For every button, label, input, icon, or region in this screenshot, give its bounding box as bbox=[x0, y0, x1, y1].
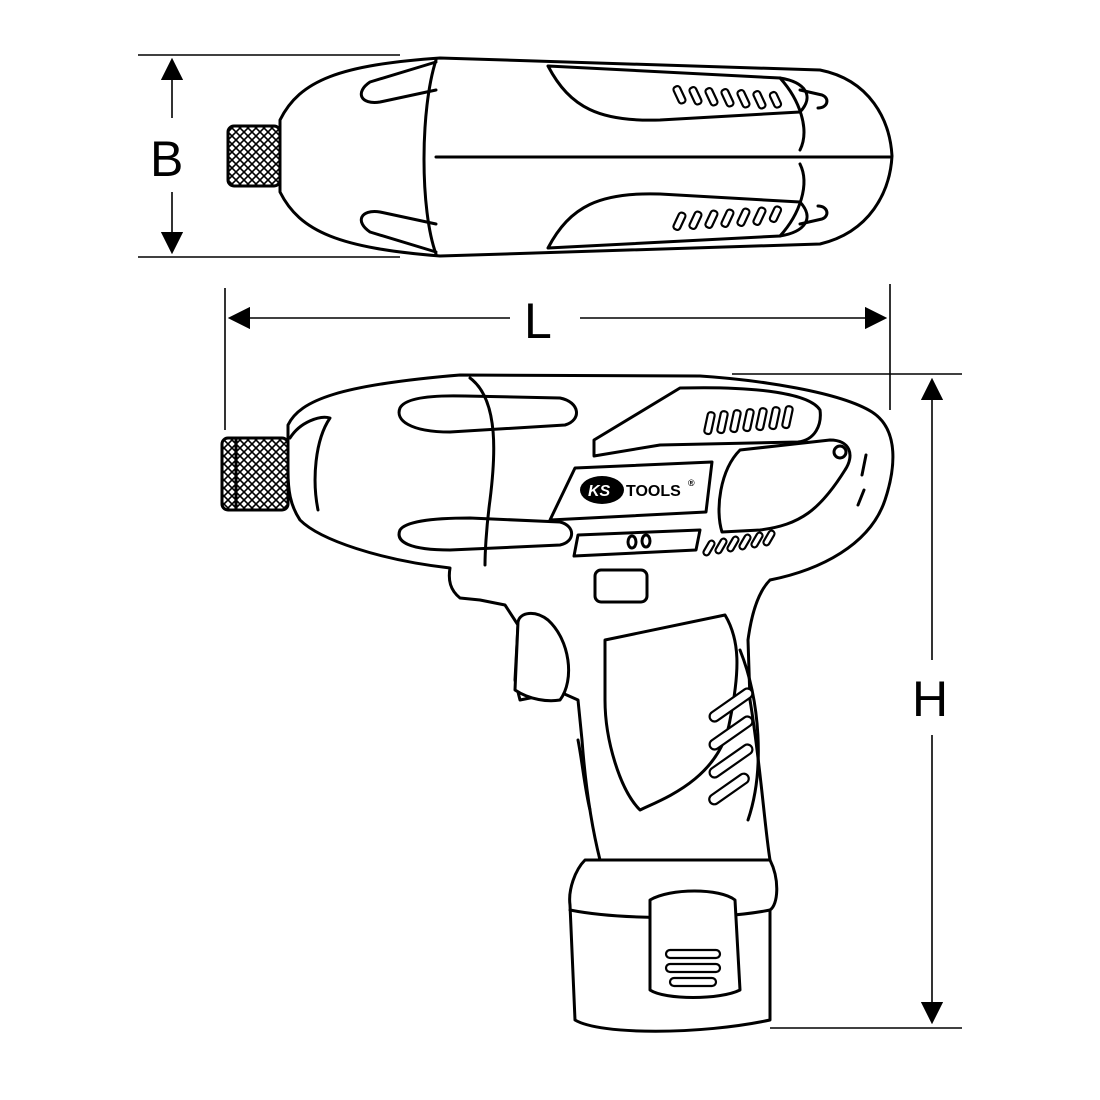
direction-switch bbox=[593, 568, 649, 604]
grip-lower-tail bbox=[798, 204, 829, 226]
rear-marks bbox=[856, 453, 868, 507]
chuck-side bbox=[220, 436, 290, 512]
head-slot-lower bbox=[397, 516, 574, 552]
grip-upper-tail bbox=[798, 88, 829, 110]
grip-lower bbox=[546, 192, 809, 250]
indicator-dot-2 bbox=[640, 533, 652, 549]
length-dimension: L bbox=[224, 284, 891, 430]
vent-panel bbox=[592, 386, 822, 458]
nose-seam bbox=[422, 58, 438, 256]
indicator-panel bbox=[572, 528, 702, 558]
grip-back-curve bbox=[738, 648, 760, 822]
side-view: KS TOOLS ® bbox=[220, 373, 895, 1033]
nose-fin-upper bbox=[359, 60, 438, 104]
trigger bbox=[513, 612, 571, 703]
vent-slots-side bbox=[703, 405, 794, 436]
vent-slots-top-upper bbox=[672, 85, 783, 110]
nose-profile bbox=[288, 415, 332, 512]
dimension-label-b: B bbox=[150, 131, 183, 187]
battery-release-ribs bbox=[664, 948, 722, 988]
grip-upper-curve bbox=[778, 76, 806, 152]
grip-panel bbox=[603, 613, 739, 812]
handle-front-detail bbox=[576, 738, 592, 812]
grip-lower-curve bbox=[778, 162, 806, 238]
indicator-dot-1 bbox=[626, 534, 638, 550]
body-outline-side bbox=[286, 373, 895, 862]
vent-slots-top-lower bbox=[672, 205, 783, 231]
logo-text-ks: KS bbox=[588, 483, 611, 500]
logo-text-tools: TOOLS bbox=[626, 483, 681, 500]
top-view: B bbox=[138, 54, 894, 258]
rear-screw bbox=[832, 444, 848, 460]
head-slot-upper bbox=[397, 394, 578, 434]
grip-ribs bbox=[708, 687, 754, 806]
logo-registered-mark: ® bbox=[688, 478, 695, 488]
vent-slots-lower bbox=[702, 529, 776, 557]
dimension-label-h: H bbox=[912, 671, 948, 727]
logo-ks-badge bbox=[580, 476, 624, 504]
dimension-label-l: L bbox=[524, 293, 552, 349]
height-dimension: H bbox=[732, 373, 962, 1029]
brand-logo: KS TOOLS ® bbox=[580, 476, 695, 504]
nose-fin-lower bbox=[359, 210, 438, 254]
grip-upper bbox=[546, 64, 809, 122]
rear-window bbox=[717, 438, 852, 534]
logo-plate bbox=[548, 460, 714, 522]
chuck-top bbox=[226, 124, 282, 188]
